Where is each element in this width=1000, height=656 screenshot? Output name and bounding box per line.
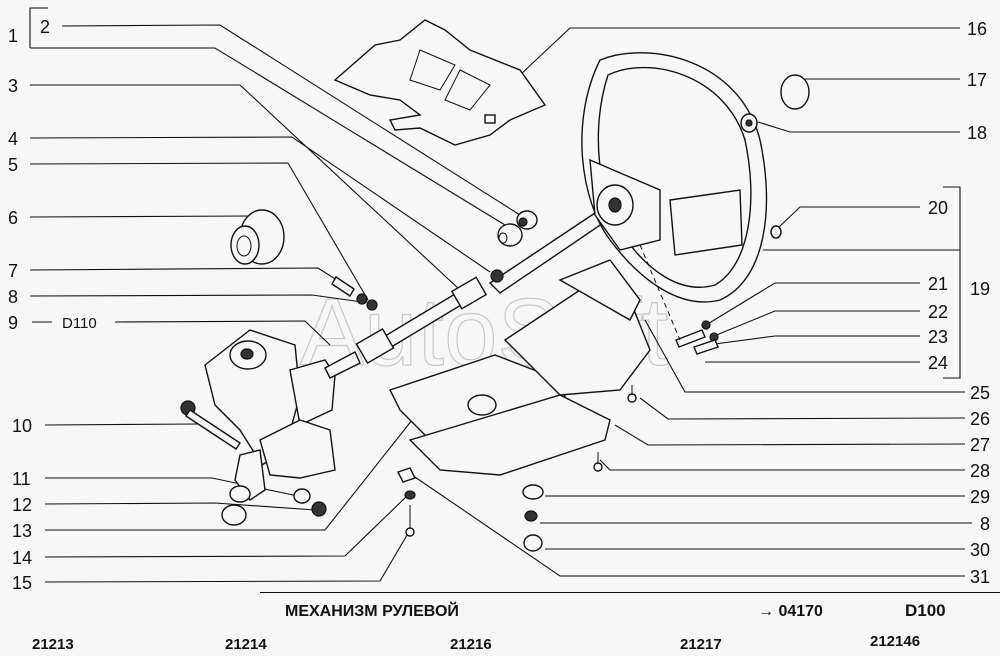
leader-1 [29, 7, 48, 48]
callout-17: 17 [967, 70, 987, 90]
part-screws [593, 385, 637, 472]
leader-19-bracket [943, 186, 961, 379]
leader-4 [29, 136, 491, 273]
leader-26 [639, 397, 966, 420]
callout-4: 4 [8, 129, 18, 149]
leader-16 [519, 27, 960, 76]
leader-1-bracket [30, 47, 506, 226]
callouts-left: 1 2 3 4 5 6 7 8 9 D110 10 11 12 13 14 15 [8, 17, 97, 593]
callout-8: 8 [8, 287, 18, 307]
callout-9-note: D110 [62, 315, 97, 332]
part-steering-gearbox [204, 329, 361, 501]
leader-22 [713, 310, 920, 337]
page-code: D100 [905, 601, 946, 620]
part-bracket-plate [333, 19, 547, 146]
model-code-1: 21213 [32, 636, 74, 653]
reference-link[interactable]: → 04170 [758, 603, 823, 620]
leader-14 [44, 494, 409, 558]
leader-11 [45, 477, 299, 497]
leader-31 [411, 474, 965, 577]
part-long-bolt [180, 400, 241, 450]
callouts-right: 16 17 18 19 20 21 22 23 24 25 26 27 28 2… [928, 19, 990, 587]
leader-15 [44, 529, 411, 583]
callout-13: 13 [12, 521, 32, 541]
part-bushings [497, 210, 538, 247]
leader-2 [61, 24, 521, 216]
callout-9: 9 [8, 313, 18, 333]
part-column-bracket [389, 259, 651, 476]
dashed-axis [639, 244, 681, 341]
callout-2: 2 [40, 17, 50, 37]
callout-14: 14 [12, 548, 32, 568]
callout-8b: 8 [980, 514, 990, 534]
leader-13 [45, 409, 421, 531]
callout-23: 23 [928, 327, 948, 347]
leader-12 [44, 502, 316, 511]
callout-22: 22 [928, 302, 948, 322]
leader-9 [114, 320, 331, 346]
callout-11: 11 [12, 469, 31, 489]
diagram-title: МЕХАНИЗМ РУЛЕВОЙ [285, 603, 459, 620]
leader-25 [644, 319, 965, 393]
leader-lines-left [29, 7, 521, 583]
callout-7: 7 [8, 261, 18, 281]
callout-10: 10 [12, 416, 32, 436]
leader-21 [705, 282, 920, 326]
part-lower-fasteners [522, 484, 544, 552]
leader-18 [757, 121, 960, 133]
part-wheel-nut [740, 113, 758, 133]
callout-1: 1 [8, 26, 18, 46]
callout-18: 18 [967, 123, 987, 143]
leader-lines-right [411, 27, 972, 577]
leader-10 [44, 423, 201, 426]
callout-16: 16 [967, 19, 987, 39]
model-code-3: 21216 [450, 636, 492, 653]
callout-29: 29 [970, 487, 990, 507]
model-code-2: 21214 [225, 636, 267, 653]
part-washer-nut [221, 485, 327, 526]
leader-27 [614, 424, 966, 446]
part-horn-cap [780, 74, 810, 110]
part-steering-shaft [355, 202, 620, 364]
callout-30: 30 [970, 540, 990, 560]
callout-21: 21 [928, 274, 948, 294]
leader-7 [29, 267, 341, 283]
leader-28 [599, 459, 965, 471]
model-code-5: 212146 [870, 633, 921, 650]
callout-12: 12 [12, 495, 32, 515]
callout-28: 28 [970, 461, 990, 481]
leader-23 [699, 335, 920, 347]
callout-6: 6 [8, 208, 18, 228]
callout-5: 5 [8, 155, 18, 175]
leader-8 [29, 294, 363, 303]
part-insert [770, 225, 782, 239]
callout-25: 25 [970, 383, 990, 403]
callout-20: 20 [928, 198, 948, 218]
footer-divider [260, 592, 1000, 593]
callout-31: 31 [970, 567, 990, 587]
callout-3: 3 [8, 76, 18, 96]
part-bush [230, 209, 285, 265]
leader-6 [29, 215, 253, 218]
model-code-4: 21217 [680, 636, 722, 653]
part-steering-wheel [581, 52, 768, 303]
part-small-bolt-nuts [331, 276, 378, 311]
leader-3 [30, 84, 461, 291]
part-column-fasteners [397, 467, 416, 537]
callout-26: 26 [970, 409, 990, 429]
callout-19: 19 [970, 279, 990, 299]
part-wheel-bolts [639, 244, 719, 355]
leader-5 [29, 162, 369, 301]
callout-24: 24 [928, 353, 948, 373]
callout-27: 27 [970, 435, 990, 455]
callout-15: 15 [12, 573, 32, 593]
leader-20 [777, 206, 920, 229]
